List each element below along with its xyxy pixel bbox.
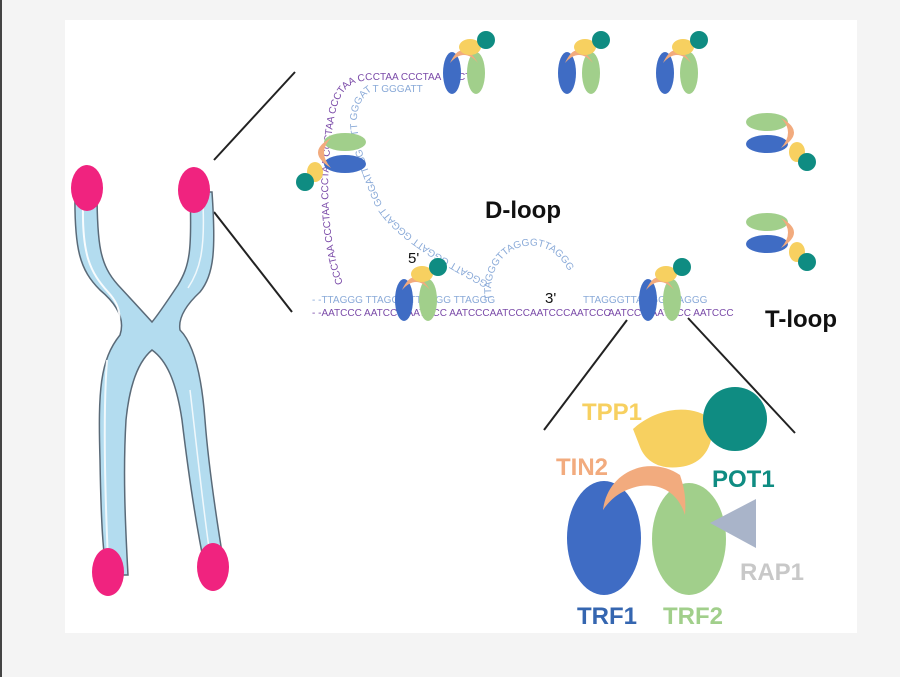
d-loop-label: D-loop (485, 197, 561, 224)
t-loop-dna: CCCTAA CCCTAA CCCTAA CCCTAA CCCTAA CCCTA… (312, 72, 734, 319)
rap1-label: RAP1 (740, 559, 804, 586)
trf1-label: TRF1 (577, 603, 637, 630)
trf2-label: TRF2 (663, 603, 723, 630)
zoom-line-upper (213, 71, 296, 161)
tin2-shape (603, 466, 686, 515)
window-edge (0, 0, 2, 677)
three-prime-label: 3' (545, 290, 556, 307)
top-g-strand: GGGATT GGGATT GGGATT GGGATT GGGATT GGGAT… (349, 84, 490, 289)
zoom-line-shelterin-left (543, 319, 628, 431)
zoom-line-shelterin-right (687, 317, 796, 434)
trf1-shape (567, 481, 641, 595)
t-loop-label: T-loop (765, 306, 837, 333)
overhang-strand: TTAGGGTTAGGGTTAGGG (483, 237, 576, 300)
top-c-strand: CCCTAA CCCTAA CCCTAA CCCTAA CCCTAA CCCTA… (320, 72, 484, 286)
five-prime-label: 5' (408, 250, 419, 267)
telomere-cap-bottom-left (92, 548, 124, 596)
telomere-cap-top-left (71, 165, 103, 211)
zoom-line-lower (213, 211, 293, 313)
shelterin-complex-top-1 (443, 31, 495, 94)
telomere-cap-bottom-right (197, 543, 229, 591)
pot1-label: POT1 (712, 466, 775, 493)
shelterin-detail: TPP1 TIN2 POT1 TRF1 TRF2 RAP1 (556, 387, 804, 630)
tpp1-shape (633, 409, 713, 468)
shelterin-complex-right-2 (746, 213, 816, 271)
shelterin-complex-top-2 (558, 31, 610, 94)
telomere-cap-top-right (178, 167, 210, 213)
shelterin-complex-right-1 (746, 113, 816, 171)
pot1-shape (703, 387, 767, 451)
rap1-shape (710, 499, 756, 548)
shelterin-complex-top-3 (656, 31, 708, 94)
trf2-shape (652, 483, 726, 595)
tin2-label: TIN2 (556, 454, 608, 481)
tpp1-label: TPP1 (582, 399, 642, 426)
chromosome (71, 165, 229, 596)
duplex-bottom-strand: - -AATCCC AATCCC AATCCC AATCCCAATCCCAATC… (312, 308, 611, 319)
